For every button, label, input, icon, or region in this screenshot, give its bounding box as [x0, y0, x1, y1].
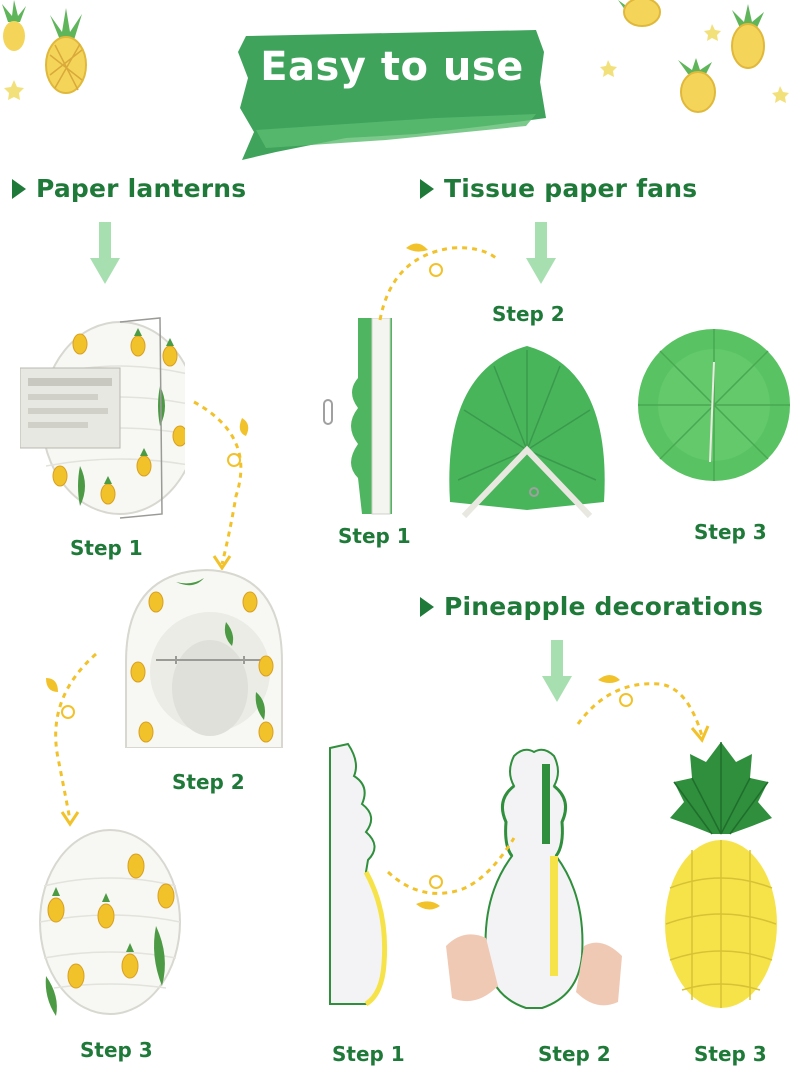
- pineapple-step3-label: Step 3: [694, 1042, 767, 1066]
- section-title-label: Tissue paper fans: [444, 174, 698, 203]
- section-title-pineapple-decorations: Pineapple decorations: [420, 592, 763, 621]
- pineapple-step2-label: Step 2: [538, 1042, 611, 1066]
- star-icon: [772, 86, 789, 103]
- pineapple-step3-image: [665, 742, 777, 1008]
- down-arrow-icon: [526, 222, 556, 284]
- fans-step3-label: Step 3: [694, 520, 767, 544]
- dotted-curve-arrow-icon: [193, 400, 249, 570]
- dotted-curve-arrow-icon: [46, 652, 97, 827]
- pineapple-icon: [2, 0, 26, 51]
- pineapple-icon: [731, 4, 765, 69]
- paper-clip-icon: [529, 487, 539, 497]
- pineapple-icon: [618, 0, 661, 27]
- fans-step2-label: Step 2: [492, 302, 565, 326]
- hand-left: [446, 934, 498, 1002]
- down-arrow-icon: [90, 222, 120, 284]
- fan-step1-image: [323, 318, 392, 515]
- triangle-bullet-icon: [420, 596, 434, 617]
- fans-step1-label: Step 1: [338, 524, 411, 548]
- pineapple-step1-label: Step 1: [332, 1042, 405, 1066]
- paper-clip-icon: [323, 399, 333, 425]
- corner-pineapple-decoration-left: [2, 0, 87, 100]
- section-title-label: Pineapple decorations: [444, 592, 764, 621]
- lanterns-step2-label: Step 2: [172, 770, 245, 794]
- corner-pineapple-decoration-right: [600, 0, 789, 113]
- down-arrow-icon: [542, 640, 572, 702]
- dotted-curve-arrow-icon: [386, 837, 516, 910]
- lanterns-step1-label: Step 1: [70, 536, 143, 560]
- banner-title: Easy to use: [260, 44, 524, 90]
- lanterns-step3-label: Step 3: [80, 1038, 153, 1062]
- lantern-step1-image: [20, 317, 185, 519]
- lantern-step2-image: [125, 568, 283, 748]
- brush-stroke-background: [238, 30, 546, 160]
- star-icon: [600, 60, 617, 77]
- dotted-curve-arrow-icon: [576, 675, 710, 743]
- section-title-paper-lanterns: Paper lanterns: [12, 174, 246, 203]
- title-banner: Easy to use: [236, 22, 548, 162]
- star-icon: [704, 24, 721, 41]
- lantern-step3-image: [39, 829, 181, 1016]
- section-title-label: Paper lanterns: [36, 174, 247, 203]
- pineapple-icon: [678, 58, 716, 113]
- section-title-tissue-paper-fans: Tissue paper fans: [420, 174, 697, 203]
- triangle-bullet-icon: [12, 178, 26, 199]
- star-icon: [4, 80, 24, 100]
- pineapple-step1-image: [329, 742, 388, 1007]
- dotted-curve-arrow-icon: [378, 243, 497, 321]
- fan-step2-image: [449, 346, 605, 519]
- pineapple-step2-image: [446, 748, 622, 1009]
- hand-right: [576, 942, 622, 1006]
- pineapple-icon: [45, 8, 87, 94]
- fan-step3-image: [638, 329, 790, 481]
- triangle-bullet-icon: [420, 178, 434, 199]
